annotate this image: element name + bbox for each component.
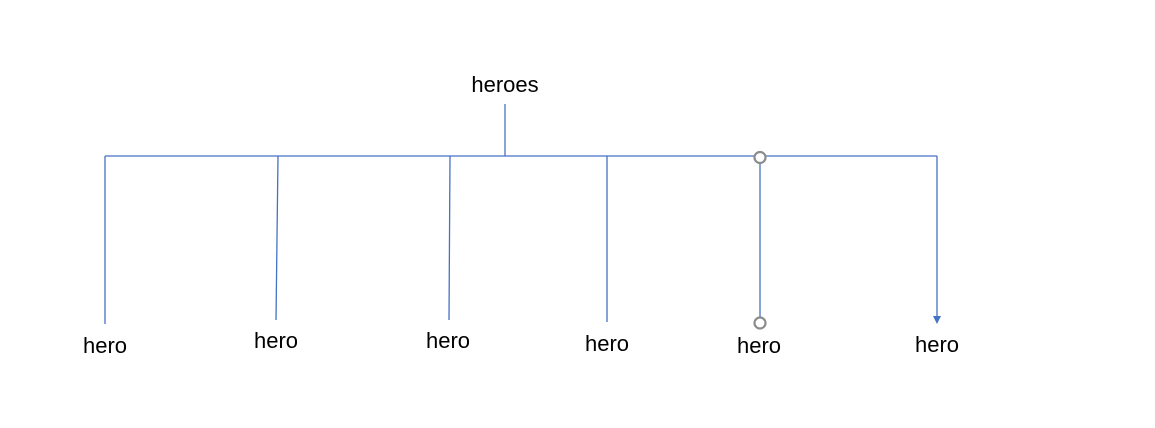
child-label-1: hero	[82, 333, 128, 358]
branch-5-start-circle	[753, 150, 767, 165]
child-label-6: hero	[914, 332, 960, 357]
child-label-3: hero	[425, 328, 471, 353]
branch-5-end-circle	[753, 316, 767, 330]
child-label-4: hero	[584, 331, 630, 356]
branch-line-2	[275, 155, 279, 321]
root-label: heroes	[471, 72, 539, 97]
child-label-5: hero	[736, 333, 782, 358]
child-label-2: hero	[253, 328, 299, 353]
branch-6-arrowhead	[933, 316, 941, 324]
branch-line-3	[448, 155, 451, 321]
